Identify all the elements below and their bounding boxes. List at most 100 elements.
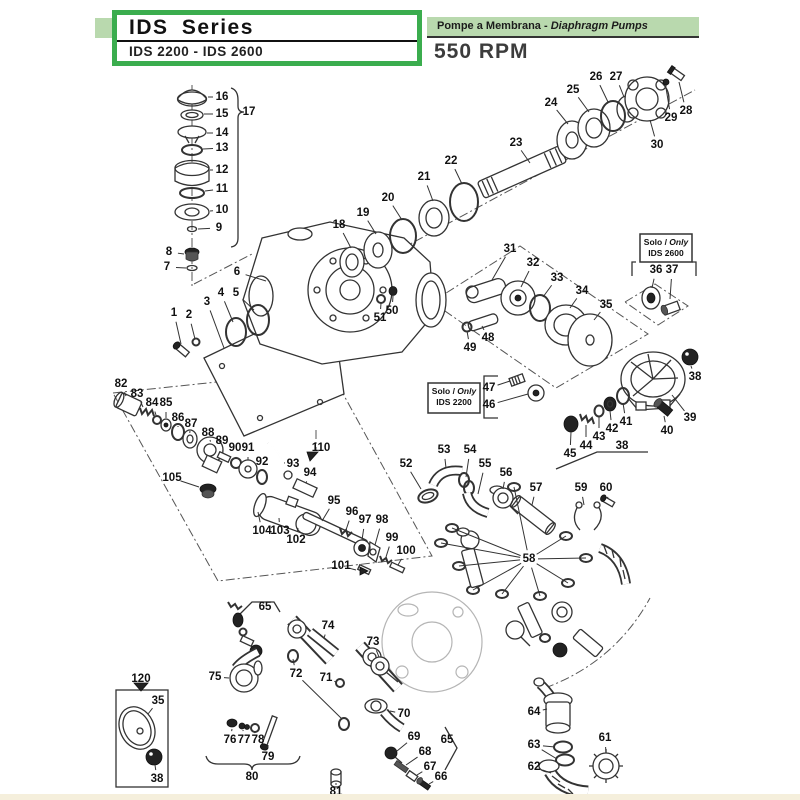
callout-38-110: 38 bbox=[151, 773, 164, 785]
leader-21-20 bbox=[426, 185, 434, 202]
callout-72-73: 72 bbox=[290, 668, 303, 680]
suction-group-art bbox=[533, 677, 623, 799]
leader-8-7 bbox=[177, 252, 185, 255]
category-italian: Pompe a Membrana bbox=[437, 20, 541, 32]
leader-30-29 bbox=[649, 119, 656, 137]
leader-71-72 bbox=[334, 680, 337, 683]
callout-24-23: 24 bbox=[545, 97, 558, 109]
callout-71-72: 71 bbox=[320, 672, 333, 684]
fittings-art bbox=[417, 465, 631, 658]
callout-69-70: 69 bbox=[408, 731, 421, 743]
piston-diaphragm-art bbox=[461, 277, 613, 367]
leader-62-62 bbox=[542, 769, 552, 774]
callout-77-78: 77 bbox=[238, 734, 251, 746]
callout-17-16: 17 bbox=[243, 106, 256, 118]
callout-14-13: 14 bbox=[216, 127, 229, 139]
leader-1-0 bbox=[175, 321, 182, 345]
callout-6-5: 6 bbox=[234, 266, 240, 278]
leader-26-25 bbox=[599, 84, 609, 103]
leader-23-22 bbox=[520, 150, 531, 164]
callout-120-108: 120 bbox=[131, 673, 150, 685]
leader-57-57 bbox=[531, 496, 535, 506]
callout-41-40: 41 bbox=[620, 416, 633, 428]
ids2200-parts-art bbox=[483, 373, 545, 419]
callout-96-97: 96 bbox=[346, 506, 359, 518]
crankshaft-art bbox=[339, 65, 686, 278]
callout-45-44: 45 bbox=[564, 448, 577, 460]
leader-95-96 bbox=[321, 508, 330, 522]
leader-42-41 bbox=[609, 410, 612, 421]
leader-38-37 bbox=[690, 365, 693, 369]
callout-40-39: 40 bbox=[661, 425, 674, 437]
leader-31-30 bbox=[491, 256, 506, 281]
callout-9-8: 9 bbox=[216, 222, 222, 234]
leader-102-103 bbox=[296, 527, 299, 532]
callout-94-95: 94 bbox=[304, 467, 317, 479]
callout-91-92: 91 bbox=[242, 442, 255, 454]
callout-23-22: 23 bbox=[510, 137, 523, 149]
control-lever-art bbox=[253, 442, 406, 576]
callout-98-99: 98 bbox=[376, 514, 389, 526]
leader-29-28 bbox=[665, 87, 671, 110]
leader-83-84 bbox=[140, 401, 144, 408]
inset-kit-art bbox=[115, 682, 169, 788]
callout-110-107: 110 bbox=[312, 442, 331, 454]
callout-31-30: 31 bbox=[504, 243, 517, 255]
callout-93-94: 93 bbox=[287, 458, 300, 470]
leader-3-2 bbox=[209, 310, 225, 349]
callout-63-63: 63 bbox=[528, 739, 541, 751]
callout-74-75: 74 bbox=[322, 620, 335, 632]
leader-49-49 bbox=[466, 330, 469, 340]
callout-21-20: 21 bbox=[418, 171, 431, 183]
leader-100-101 bbox=[397, 558, 402, 566]
leader-64-64 bbox=[542, 708, 548, 711]
callout-83-84: 83 bbox=[131, 388, 144, 400]
leader-6-5 bbox=[245, 274, 267, 282]
construction-lines bbox=[112, 85, 696, 689]
callout-19-18: 19 bbox=[357, 207, 370, 219]
callout-84-85: 84 bbox=[146, 397, 159, 409]
callout-34-33: 34 bbox=[576, 285, 589, 297]
callout-50-50: 50 bbox=[386, 305, 399, 317]
leader-59-59 bbox=[582, 496, 585, 506]
leader-53-53 bbox=[444, 458, 447, 469]
callout-42-41: 42 bbox=[606, 423, 619, 435]
callout-35-34: 35 bbox=[600, 299, 613, 311]
callout-39-38: 39 bbox=[684, 412, 697, 424]
leader-40-39 bbox=[663, 415, 666, 423]
callout-32-31: 32 bbox=[527, 257, 540, 269]
leader-25-24 bbox=[577, 96, 590, 113]
callout-58-58: 58 bbox=[523, 553, 536, 565]
callout-104-105: 104 bbox=[252, 525, 272, 537]
ray-63-1 bbox=[541, 749, 558, 760]
callout-44-43: 44 bbox=[580, 440, 593, 452]
ray-58-6 bbox=[536, 563, 569, 584]
callout-15-14: 15 bbox=[216, 108, 229, 120]
callout-38-45: 38 bbox=[616, 440, 629, 452]
callout-76-77: 76 bbox=[224, 734, 237, 746]
solo-only-line2-1: IDS 2200 bbox=[436, 397, 472, 407]
leader-34-33 bbox=[569, 298, 578, 309]
callout-48-48: 48 bbox=[482, 332, 495, 344]
callout-12-11: 12 bbox=[216, 164, 229, 176]
callout-75-76: 75 bbox=[209, 671, 222, 683]
leader-68-69 bbox=[405, 756, 418, 766]
callout-64-64: 64 bbox=[528, 706, 541, 718]
callout-52-52: 52 bbox=[400, 458, 413, 470]
leader-37-36 bbox=[669, 278, 672, 300]
callout-30-29: 30 bbox=[651, 139, 664, 151]
callout-5-4: 5 bbox=[233, 287, 240, 299]
callout-86-87: 86 bbox=[172, 412, 185, 424]
callout-36-35: 36 bbox=[650, 264, 663, 276]
regulator-valve-art bbox=[113, 391, 268, 499]
ray-58-8 bbox=[536, 535, 567, 555]
callout-4-3: 4 bbox=[218, 287, 225, 299]
ray-63-0 bbox=[542, 745, 556, 748]
category-band: Pompe a Membrana - Diaphragm Pumps bbox=[427, 17, 699, 38]
callout-101-102: 101 bbox=[331, 560, 351, 572]
callout-16-15: 16 bbox=[216, 91, 229, 103]
leader-82-83 bbox=[124, 392, 127, 397]
leader-7-6 bbox=[175, 266, 187, 269]
